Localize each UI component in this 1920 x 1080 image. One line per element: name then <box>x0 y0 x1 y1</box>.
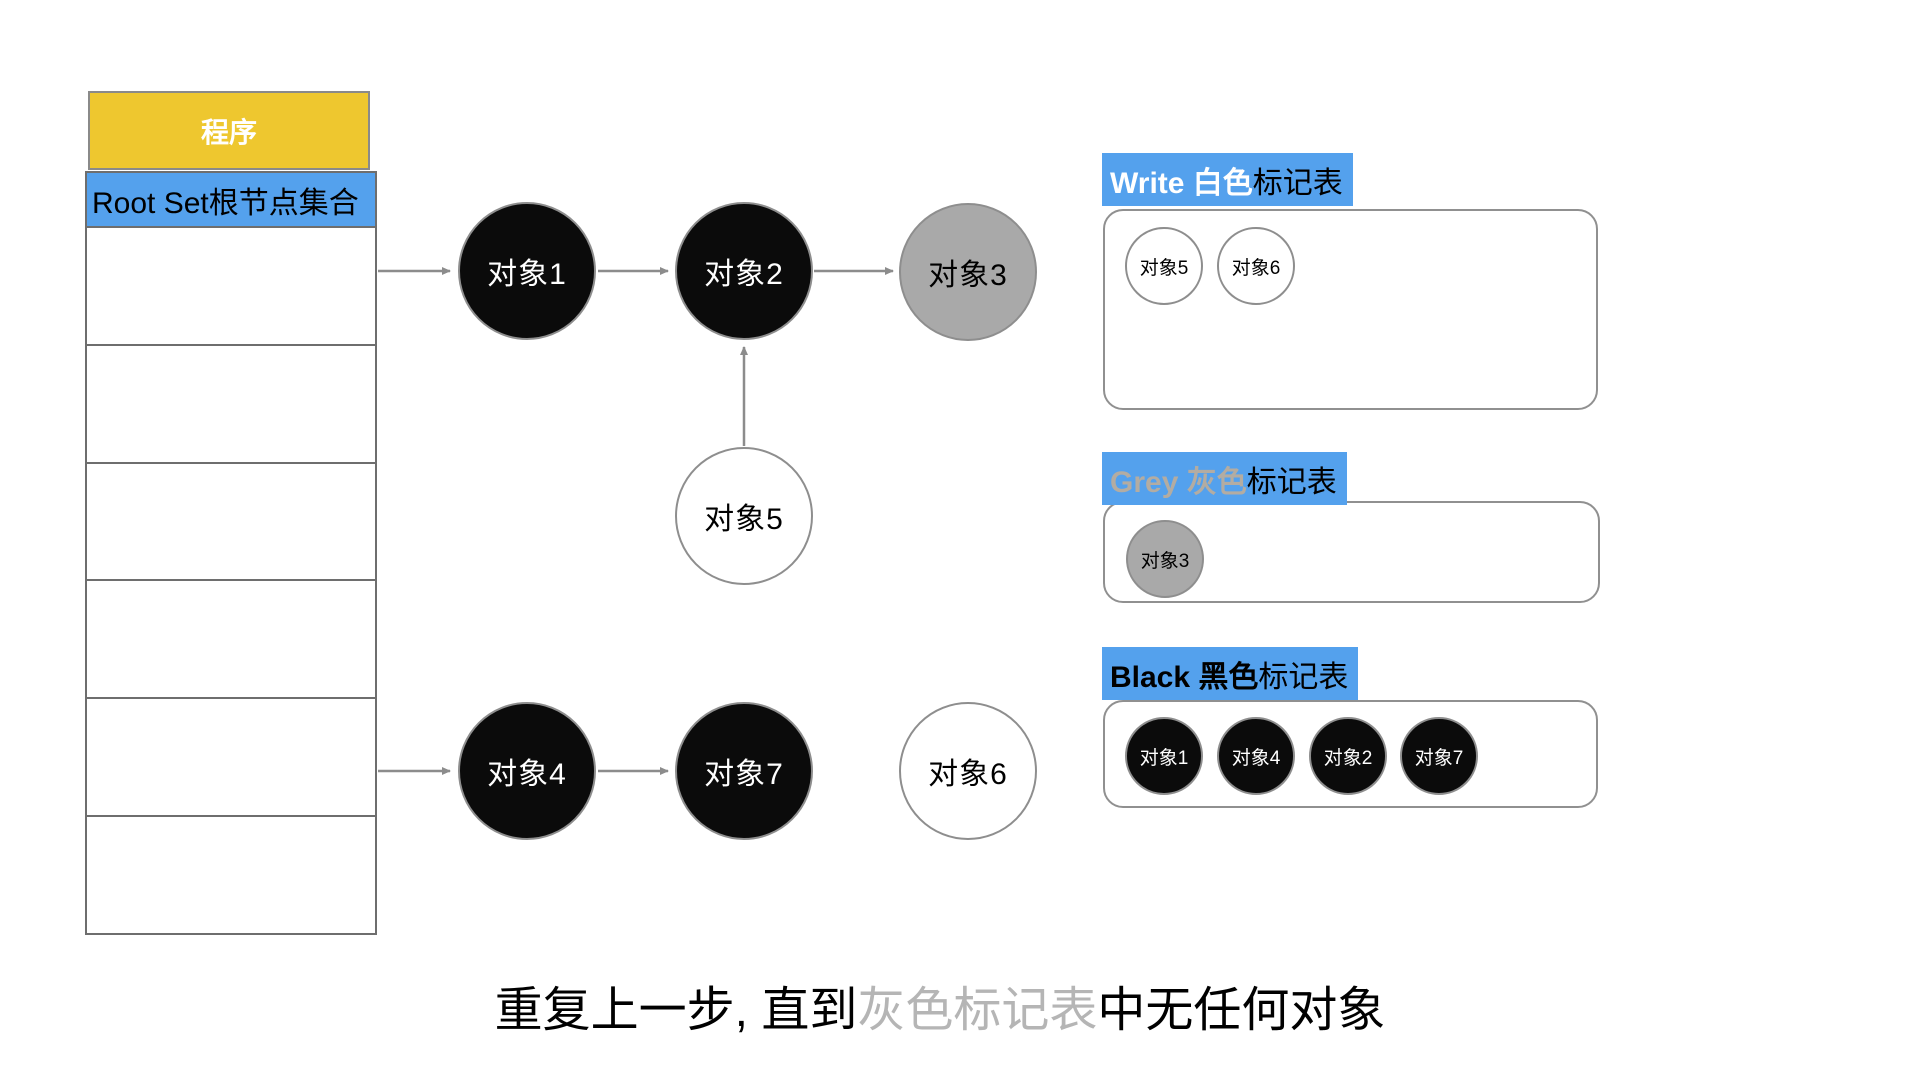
chip-obj2: 对象2 <box>1309 717 1387 795</box>
node-obj2: 对象2 <box>675 202 813 340</box>
node-obj5: 对象5 <box>675 447 813 585</box>
chip-obj6-label: 对象6 <box>1231 257 1281 279</box>
chip-obj5-label: 对象5 <box>1139 257 1189 279</box>
root-set-empty-row <box>87 226 375 344</box>
node-obj5-label: 对象5 <box>704 503 784 536</box>
node-obj6: 对象6 <box>899 702 1037 840</box>
root-set-empty-row <box>87 579 375 698</box>
root-set-empty-row <box>87 343 375 462</box>
chip-obj1-label: 对象1 <box>1139 747 1189 769</box>
white-table-title-suffix: 标记表 <box>1252 166 1343 200</box>
grey-table-header: Grey 灰色标记表 <box>1102 452 1347 505</box>
white-table-title-highlight: Write 白色 <box>1110 166 1253 200</box>
chip-obj1: 对象1 <box>1125 717 1203 795</box>
chip-obj6: 对象6 <box>1217 227 1295 305</box>
root-set-header: Root Set根节点集合 <box>87 173 375 226</box>
caption-part1: 重复上一步, 直到 <box>494 984 858 1037</box>
grey-table-title-suffix: 标记表 <box>1246 465 1337 499</box>
program-title-box: 程序 <box>88 91 370 170</box>
node-obj3-label: 对象3 <box>928 259 1008 292</box>
chip-obj3-label: 对象3 <box>1140 550 1190 572</box>
node-obj7-label: 对象7 <box>704 758 784 791</box>
grey-table-box: 对象3 <box>1103 501 1600 603</box>
node-obj6-label: 对象6 <box>928 758 1008 791</box>
node-obj1: 对象1 <box>458 202 596 340</box>
black-table-title-highlight: Black 黑色 <box>1110 660 1259 694</box>
caption-part2: 中无任何对象 <box>1097 984 1386 1037</box>
chip-obj4: 对象4 <box>1217 717 1295 795</box>
chip-obj3: 对象3 <box>1126 520 1204 598</box>
chip-obj7-label: 对象7 <box>1414 747 1464 769</box>
white-table-header: Write 白色标记表 <box>1102 153 1353 206</box>
node-obj3: 对象3 <box>899 203 1037 341</box>
root-set-empty-row <box>87 697 375 816</box>
root-set-empty-row <box>87 461 375 580</box>
grey-table-title-highlight: Grey 灰色 <box>1110 465 1247 499</box>
black-table-box: 对象1 对象4 对象2 对象7 <box>1103 700 1598 808</box>
root-set-empty-row <box>87 815 375 933</box>
root-set-table: Root Set根节点集合 <box>85 171 377 935</box>
node-obj1-label: 对象1 <box>487 258 567 291</box>
chip-obj7: 对象7 <box>1400 717 1478 795</box>
chip-obj4-label: 对象4 <box>1231 747 1281 769</box>
chip-obj2-label: 对象2 <box>1323 747 1373 769</box>
program-title-label: 程序 <box>200 116 257 148</box>
black-table-header: Black 黑色标记表 <box>1102 647 1359 700</box>
node-obj7: 对象7 <box>675 702 813 840</box>
caption-grey-highlight: 灰色标记表 <box>857 984 1098 1037</box>
chip-obj5: 对象5 <box>1125 227 1203 305</box>
node-obj2-label: 对象2 <box>704 258 784 291</box>
black-table-title-suffix: 标记表 <box>1258 660 1349 694</box>
node-obj4-label: 对象4 <box>487 758 567 791</box>
root-set-label: Root Set根节点集合 <box>92 186 359 220</box>
node-obj4: 对象4 <box>458 702 596 840</box>
white-table-box: 对象5 对象6 <box>1103 209 1598 410</box>
caption: 重复上一步, 直到灰色标记表中无任何对象 <box>0 970 1880 1040</box>
